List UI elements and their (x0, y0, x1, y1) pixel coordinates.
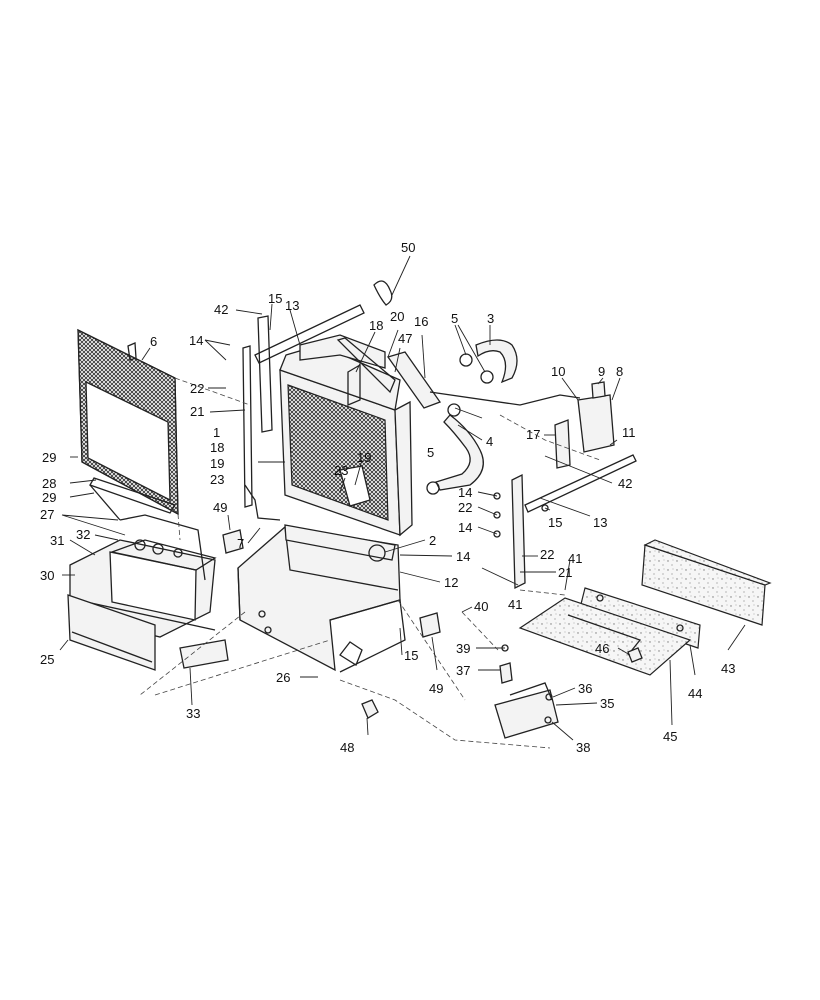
callout-32: 32 (76, 527, 90, 542)
callout-13: 13 (285, 298, 299, 313)
radiator (279, 334, 413, 537)
callout-48: 48 (340, 740, 354, 755)
callout-4: 4 (486, 434, 493, 449)
callout-23: 23 (334, 463, 348, 478)
small-bracket (179, 639, 229, 669)
callout-43: 43 (721, 661, 735, 676)
front-cover (67, 594, 156, 671)
callout-18-stack: 18 (210, 440, 224, 455)
callout-11: 11 (622, 425, 636, 440)
callout-19: 19 (357, 450, 371, 465)
callout-15: 15 (268, 291, 282, 306)
fastener-46 (627, 647, 643, 663)
callout-28: 28 (42, 476, 56, 491)
callout-37: 37 (456, 663, 470, 678)
callout-18: 18 (369, 318, 383, 333)
callout-44: 44 (688, 686, 702, 701)
overflow-tube (429, 391, 581, 406)
callout-41-lower: 41 (508, 597, 522, 612)
callout-27: 27 (40, 507, 54, 522)
frame (237, 524, 406, 673)
latch-assembly (494, 644, 559, 739)
hold-down (89, 477, 281, 581)
callout-13-right: 13 (593, 515, 607, 530)
callout-22-right: 22 (458, 500, 472, 515)
callout-21-lower: 21 (558, 565, 572, 580)
callout-42-right: 42 (618, 476, 632, 491)
callout-31: 31 (50, 533, 64, 548)
callout-22-upper: 22 (190, 381, 204, 396)
callout-14-right1: 14 (458, 485, 472, 500)
reservoir-tank (554, 381, 615, 469)
assembly-lines (139, 377, 601, 749)
callout-39: 39 (456, 641, 470, 656)
right-post (493, 454, 637, 590)
callout-14-center: 14 (456, 549, 470, 564)
callout-5-lower: 5 (427, 445, 434, 460)
callout-3: 3 (487, 311, 494, 326)
callout-labels: 50 42 15 13 18 20 16 5 3 14 47 6 10 9 8 … (40, 240, 735, 755)
callout-19-stack: 19 (210, 456, 224, 471)
radiator-screen (77, 328, 179, 516)
callout-16: 16 (414, 314, 428, 329)
callout-17: 17 (526, 427, 540, 442)
callout-33: 33 (186, 706, 200, 721)
callout-22-lower: 22 (540, 547, 554, 562)
callout-45: 45 (663, 729, 677, 744)
callout-9: 9 (598, 364, 605, 379)
leader-lines (59, 255, 746, 741)
callout-26: 26 (276, 670, 290, 685)
callout-50: 50 (401, 240, 415, 255)
callout-35: 35 (600, 696, 614, 711)
callout-49-right: 49 (429, 681, 443, 696)
callout-25: 25 (40, 652, 54, 667)
mount-right (419, 612, 441, 638)
callout-8: 8 (616, 364, 623, 379)
callout-49-left: 49 (213, 500, 227, 515)
callout-14: 14 (189, 333, 203, 348)
lower-hose (426, 403, 484, 495)
callout-15-right: 15 (548, 515, 562, 530)
callout-30: 30 (40, 568, 54, 583)
callout-12: 12 (444, 575, 458, 590)
callout-46: 46 (595, 641, 609, 656)
callout-41-right: 41 (568, 551, 582, 566)
callout-36: 36 (578, 681, 592, 696)
callout-42: 42 (214, 302, 228, 317)
side-panel (641, 539, 772, 626)
bolt-48 (361, 699, 379, 719)
callout-2: 2 (429, 533, 436, 548)
callout-5: 5 (451, 311, 458, 326)
shroud-brackets (242, 280, 442, 508)
callout-20: 20 (390, 309, 404, 324)
callout-14-right2: 14 (458, 520, 472, 535)
callout-7: 7 (237, 536, 244, 551)
callout-29-upper: 29 (42, 450, 56, 465)
battery (67, 539, 217, 638)
callout-38: 38 (576, 740, 590, 755)
callout-15-lower: 15 (404, 648, 418, 663)
callout-1: 1 (213, 425, 220, 440)
callout-40: 40 (474, 599, 488, 614)
callout-23-stack: 23 (210, 472, 224, 487)
callout-10: 10 (551, 364, 565, 379)
callout-47: 47 (398, 331, 412, 346)
callout-29-lower: 29 (42, 490, 56, 505)
callout-21-upper: 21 (190, 404, 204, 419)
upper-hose (459, 339, 518, 384)
callout-6: 6 (150, 334, 157, 349)
mount-left (222, 529, 244, 554)
